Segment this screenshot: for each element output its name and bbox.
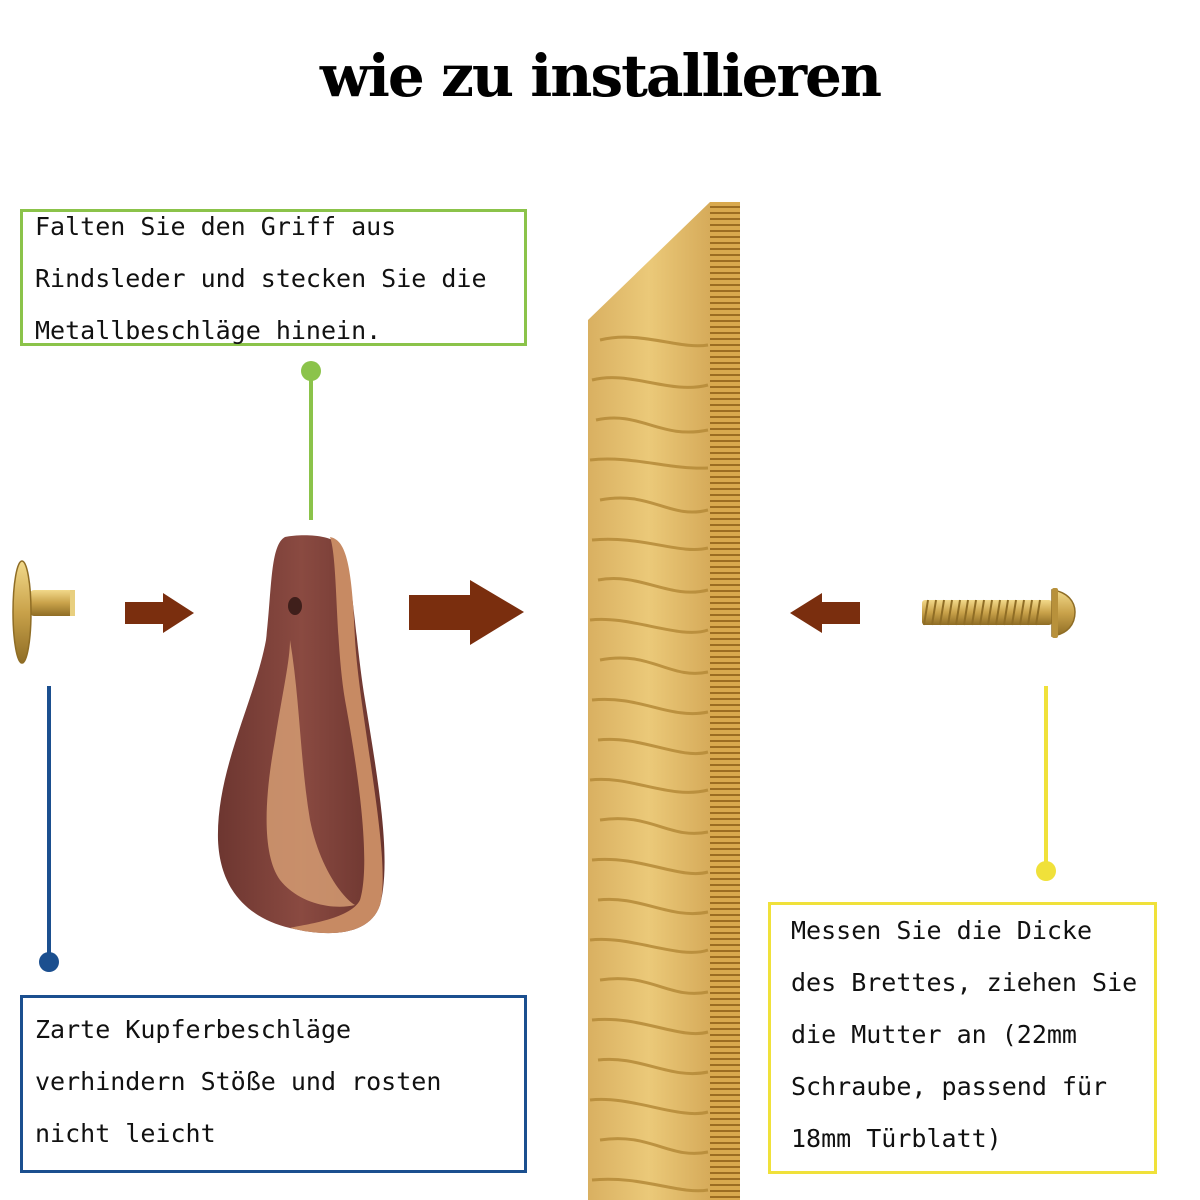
- leather-info-box: Falten Sie den Griff aus Rindsleder und …: [20, 209, 527, 346]
- leather-info-line: Metallbeschläge hinein.: [35, 316, 382, 345]
- arrow-right-icon: [125, 593, 194, 633]
- screw-icon: [922, 588, 1076, 638]
- screw-info-line: des Brettes, ziehen Sie: [791, 968, 1138, 997]
- screw-info-box: Messen Sie die Dicke des Brettes, ziehen…: [768, 902, 1157, 1174]
- copper-info-box: Zarte Kupferbeschläge verhindern Stöße u…: [20, 995, 527, 1173]
- screw-info-line: die Mutter an (22mm: [791, 1020, 1077, 1049]
- leather-info-line: Rindsleder und stecken Sie die: [35, 264, 487, 293]
- wood-board-icon: [588, 202, 740, 1200]
- screw-info-line: 18mm Türblatt): [791, 1124, 1002, 1153]
- screw-info-line: Schraube, passend für: [791, 1072, 1108, 1101]
- blue-connector: [39, 686, 59, 972]
- arrow-right-icon-large: [409, 580, 524, 645]
- screw-info-line: Messen Sie die Dicke: [791, 916, 1093, 945]
- copper-info-line: Zarte Kupferbeschläge: [35, 1015, 352, 1044]
- arrow-left-icon: [790, 593, 860, 633]
- yellow-connector: [1036, 686, 1056, 881]
- copper-info-line: nicht leicht: [35, 1119, 216, 1148]
- leather-info-line: Falten Sie den Griff aus: [35, 212, 397, 241]
- copper-info-line: verhindern Stöße und rosten: [35, 1067, 442, 1096]
- green-connector: [301, 361, 321, 520]
- leather-strap-icon: [217, 535, 385, 934]
- brass-fitting-icon: [12, 560, 75, 664]
- page-title: wie zu installieren: [319, 42, 882, 110]
